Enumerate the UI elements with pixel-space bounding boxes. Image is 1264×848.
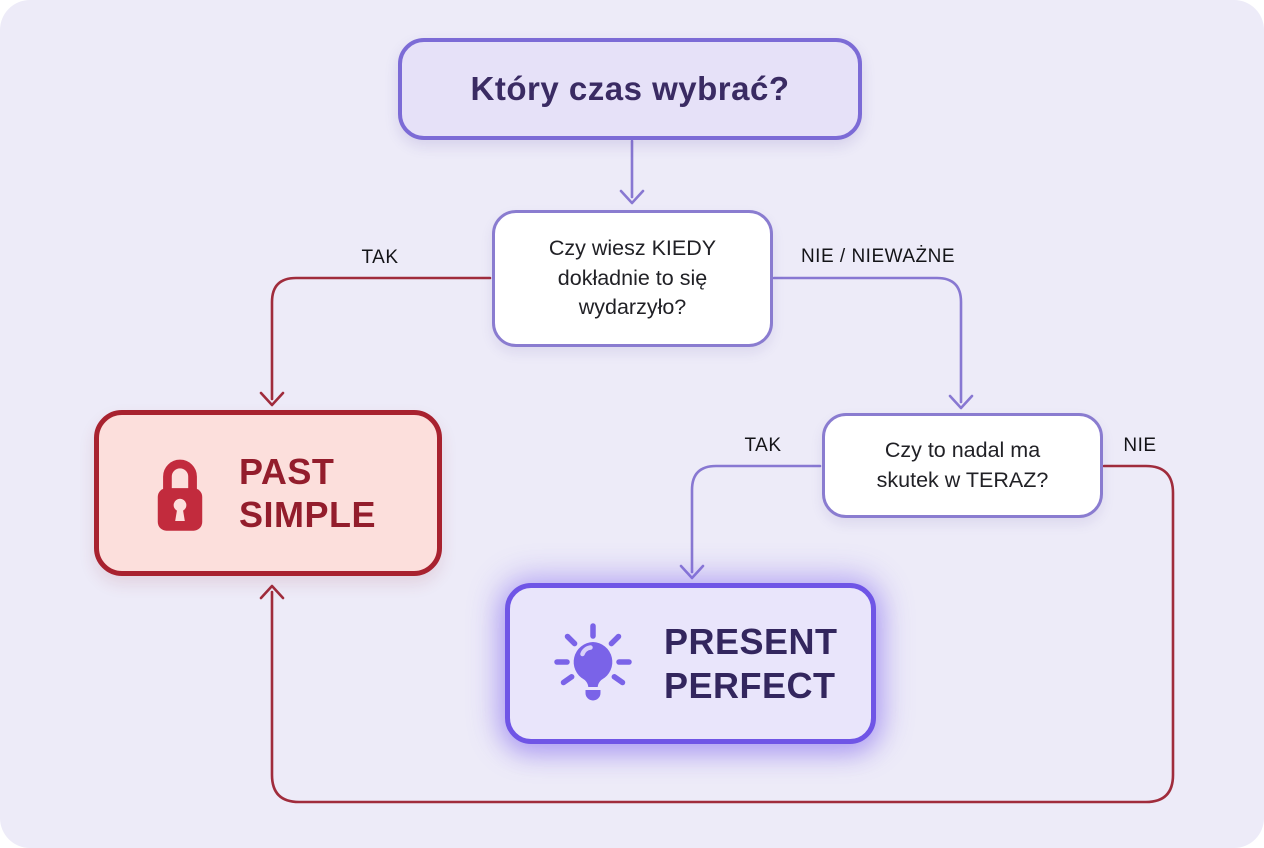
node-question-when: Czy wiesz KIEDY dokładnie to się wydarzy… (492, 210, 773, 347)
edge-label-q1-yes: TAK (361, 247, 399, 268)
arrow-q1-yes-to-past (270, 276, 492, 401)
question-effect-now-label: Czy to nadal ma skutek w TERAZ? (876, 437, 1049, 492)
node-title: Który czas wybrać? (398, 38, 862, 140)
lock-icon (151, 452, 209, 534)
title-label: Który czas wybrać? (470, 70, 790, 107)
arrowhead-title-to-q1 (619, 189, 645, 205)
node-question-effect-now: Czy to nadal ma skutek w TERAZ? (822, 413, 1103, 518)
node-present-perfect: PRESENT PERFECT (505, 583, 876, 744)
lightbulb-icon (548, 620, 638, 708)
present-perfect-label: PRESENT PERFECT (664, 621, 838, 706)
edge-label-q2-no: NIE (1123, 435, 1157, 456)
question-when-label: Czy wiesz KIEDY dokładnie to się wydarzy… (548, 236, 717, 320)
arrowhead-q1-yes-to-past (259, 391, 285, 407)
arrow-q1-no-to-q2 (772, 276, 963, 404)
edge-label-q2-yes: TAK (744, 435, 782, 456)
arrowhead-q2-yes-to-perfect (679, 564, 705, 580)
arrowhead-q2-no-to-past (259, 584, 285, 600)
edge-label-q1-no: NIE / NIEWAŻNE (800, 246, 956, 267)
arrow-q2-no-to-past (270, 464, 1175, 804)
arrowhead-q1-no-to-q2 (948, 394, 974, 410)
past-simple-label: PAST SIMPLE (239, 450, 377, 535)
node-past-simple: PAST SIMPLE (94, 410, 442, 576)
arrow-q2-yes-to-perfect (690, 464, 822, 574)
